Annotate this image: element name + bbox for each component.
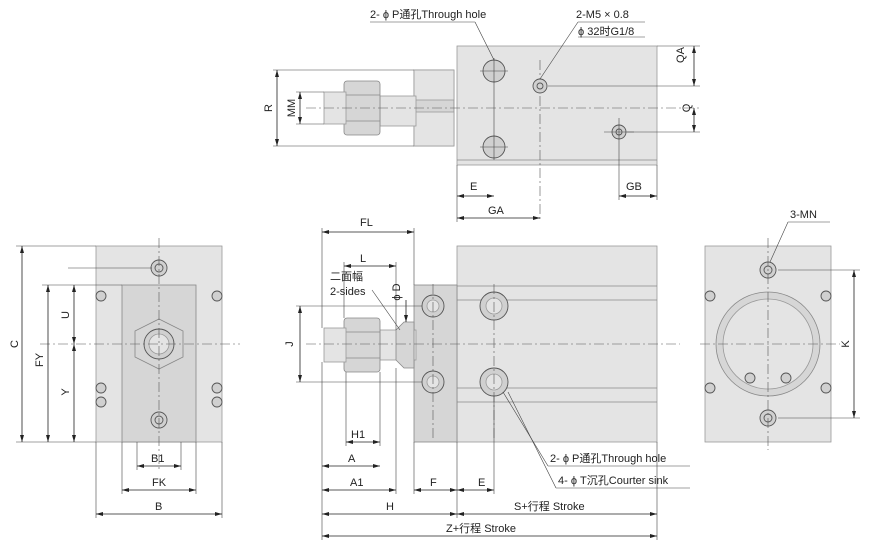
dim-QA: QA <box>675 46 687 63</box>
right-view: K 3-MN <box>700 209 860 450</box>
dim-C: C <box>9 340 21 348</box>
dim-Y: Y <box>60 388 72 396</box>
dim-A: A <box>348 453 356 465</box>
dim-FK: FK <box>152 477 167 489</box>
dim-L: L <box>360 253 366 265</box>
dim-H1: H1 <box>351 429 365 441</box>
callout-mn: 3-MN <box>790 209 817 221</box>
callout-port-32: ϕ 32时G1/8 <box>578 25 634 38</box>
two-sides-en: 2-sides <box>330 286 366 298</box>
callout-through-hole-front: 2- ϕ P通孔Through hole <box>550 452 666 465</box>
dim-B1: B1 <box>151 453 164 465</box>
dim-FY: FY <box>34 352 46 367</box>
callout-through-hole-top: 2- ϕ P通孔Through hole <box>370 8 486 21</box>
dim-A1: A1 <box>350 477 363 489</box>
two-sides-cn: 二面幅 <box>330 270 363 283</box>
dim-K: K <box>840 340 852 348</box>
dim-E-front: E <box>478 477 485 489</box>
top-view: R MM QA Q E GA GB <box>263 8 700 222</box>
dim-J: J <box>284 341 296 347</box>
callout-port: 2-M5 × 0.8 <box>576 9 629 21</box>
dim-U: U <box>60 311 72 319</box>
top-rod <box>379 95 417 127</box>
front-view: FL L 二面幅 2-sides ϕ D J H1 A <box>284 217 690 540</box>
dim-E-top: E <box>470 181 477 193</box>
dim-R: R <box>263 104 275 112</box>
dim-FL: FL <box>360 217 373 229</box>
stroke-label: S+行程 Stroke <box>514 500 585 513</box>
callout-counter-sink: 4- ϕ T沉孔Courter sink <box>558 474 669 487</box>
dim-GA: GA <box>488 205 505 217</box>
dim-GB: GB <box>626 181 642 193</box>
front-thread-end <box>323 327 347 363</box>
dim-D: ϕ D <box>391 283 403 300</box>
dim-Q: Q <box>681 103 693 112</box>
dim-B: B <box>155 501 162 513</box>
dim-H: H <box>386 501 394 513</box>
dim-MM: MM <box>286 99 298 117</box>
front-nut <box>343 317 381 373</box>
total-label: Z+行程 Stroke <box>446 522 516 535</box>
front-rod-flat <box>395 321 415 369</box>
left-view: C FY U Y B1 FK B <box>9 238 240 518</box>
dim-F: F <box>430 477 437 489</box>
